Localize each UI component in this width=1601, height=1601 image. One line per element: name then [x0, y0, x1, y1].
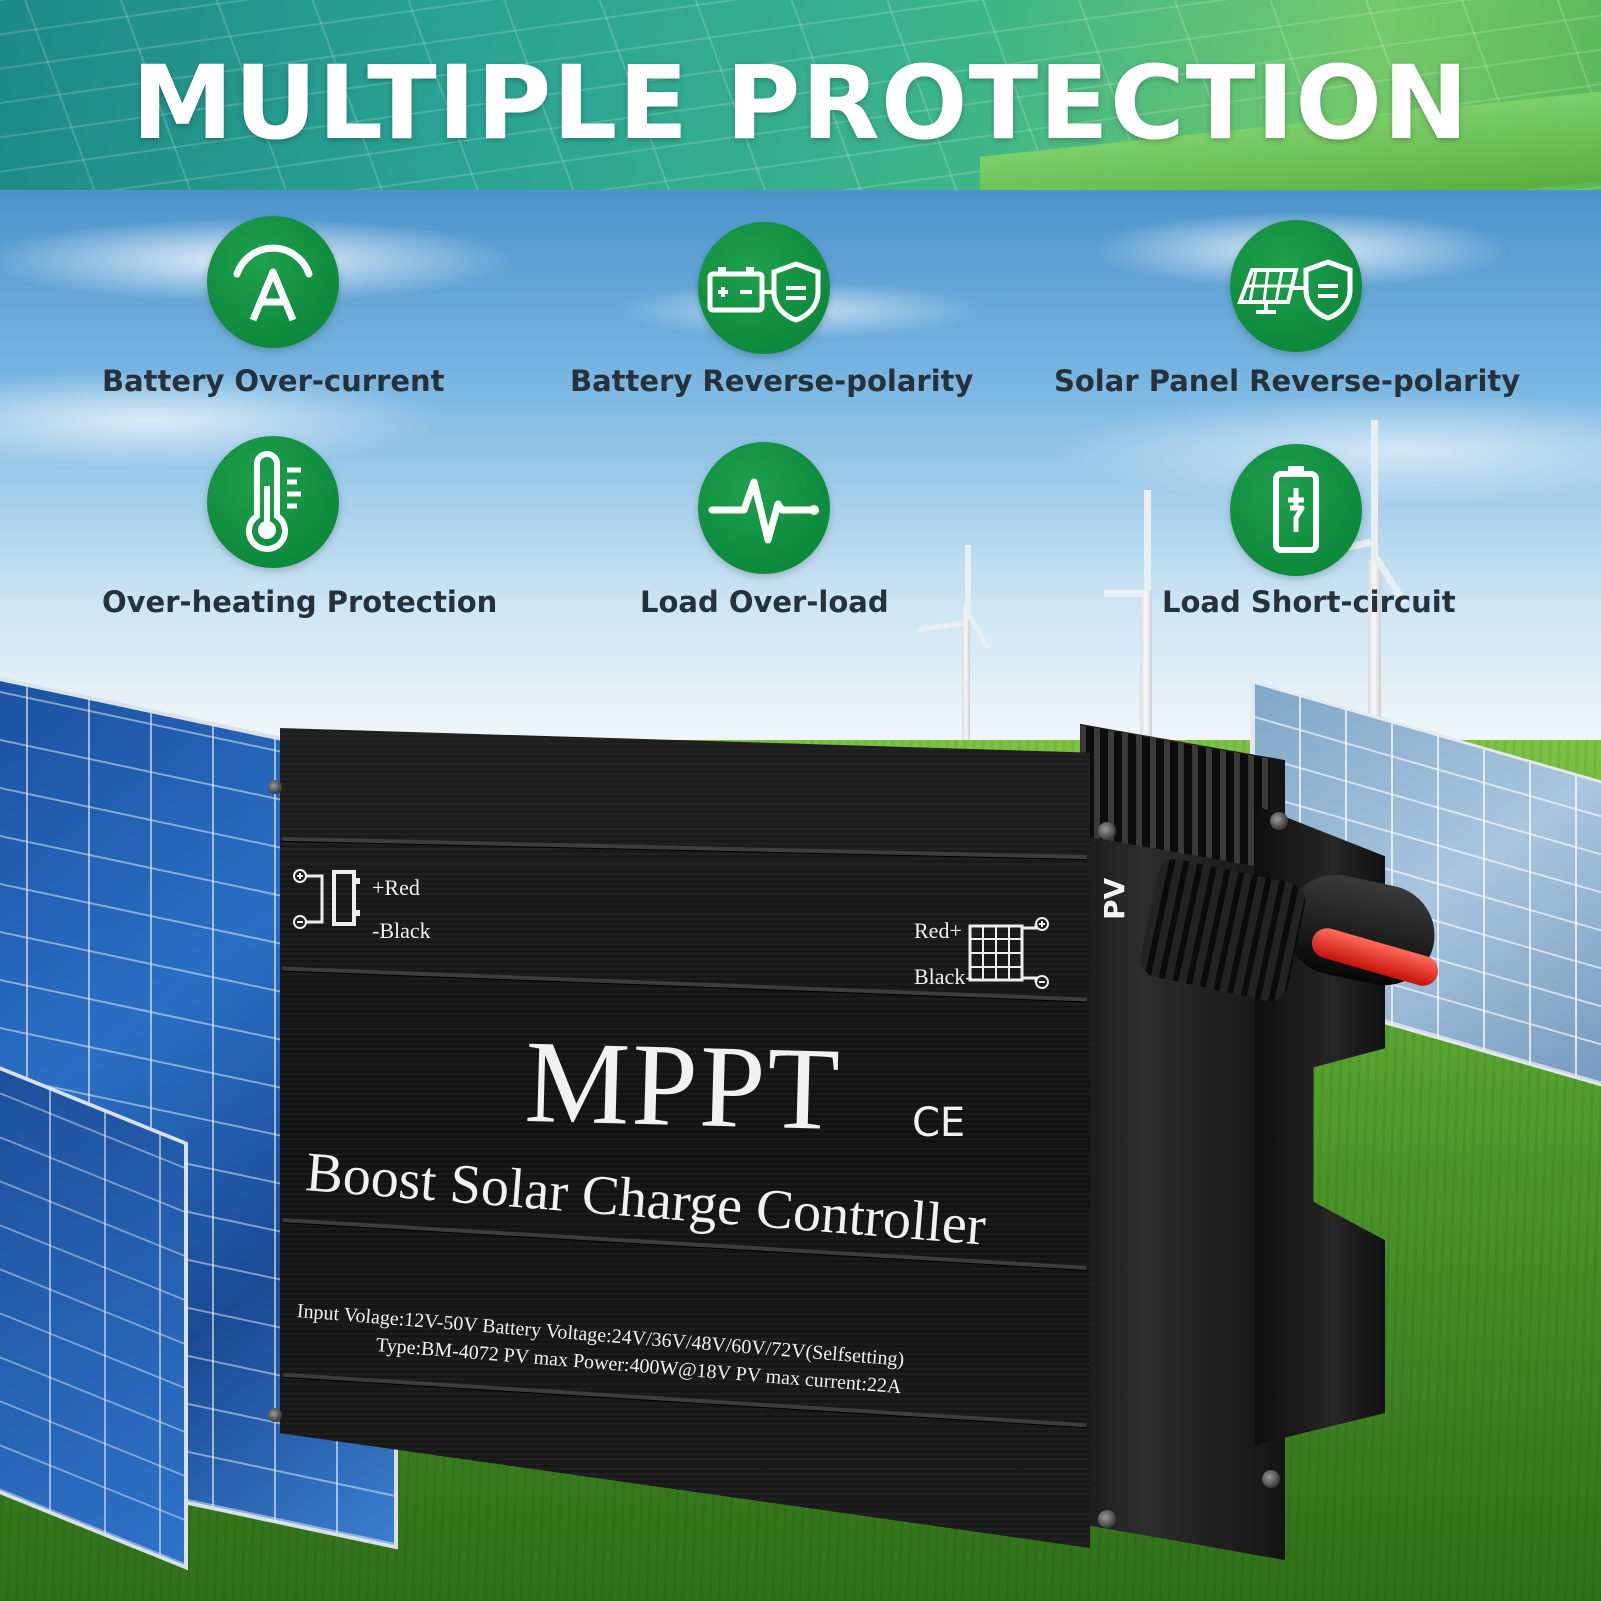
screw — [1262, 1470, 1280, 1488]
battery-red-label: +Red — [372, 875, 420, 900]
panel-red-label: Red+ — [914, 918, 962, 943]
banner: MULTIPLE PROTECTION — [0, 0, 1601, 190]
screw — [1098, 822, 1116, 840]
device-title: MPPT — [523, 1015, 843, 1156]
banner-title: MULTIPLE PROTECTION — [131, 44, 1470, 163]
feature-label: Battery Reverse-polarity — [570, 364, 974, 398]
panel-black-label: Black- — [914, 964, 973, 989]
battery-plug-icon — [1230, 444, 1362, 576]
screw — [1098, 1510, 1116, 1528]
wind-turbine — [1317, 420, 1408, 750]
feature-label: Load Short-circuit — [1162, 585, 1456, 619]
battery-black-label: -Black — [372, 918, 431, 943]
feature-label: Over-heating Protection — [102, 585, 498, 619]
wind-turbine — [917, 545, 991, 745]
solar-panel-terminal-icon — [968, 917, 1049, 989]
battery-terminal-icon — [293, 869, 360, 929]
screw — [268, 780, 282, 794]
battery-shield-icon — [698, 222, 830, 354]
ce-mark: CE — [912, 1100, 966, 1146]
screw — [268, 1408, 282, 1422]
controller-front — [280, 728, 1090, 1548]
solar-panel-shield-icon — [1230, 220, 1362, 352]
pulse-icon — [698, 442, 830, 574]
thermometer-icon — [207, 436, 339, 568]
feature-label: Load Over-load — [640, 585, 889, 619]
pv-label: PV — [1098, 877, 1131, 920]
screw — [1270, 812, 1288, 830]
ampere-icon — [207, 216, 339, 348]
feature-label: Battery Over-current — [102, 364, 445, 398]
wind-turbine — [1104, 490, 1152, 750]
feature-label: Solar Panel Reverse-polarity — [1054, 364, 1521, 398]
